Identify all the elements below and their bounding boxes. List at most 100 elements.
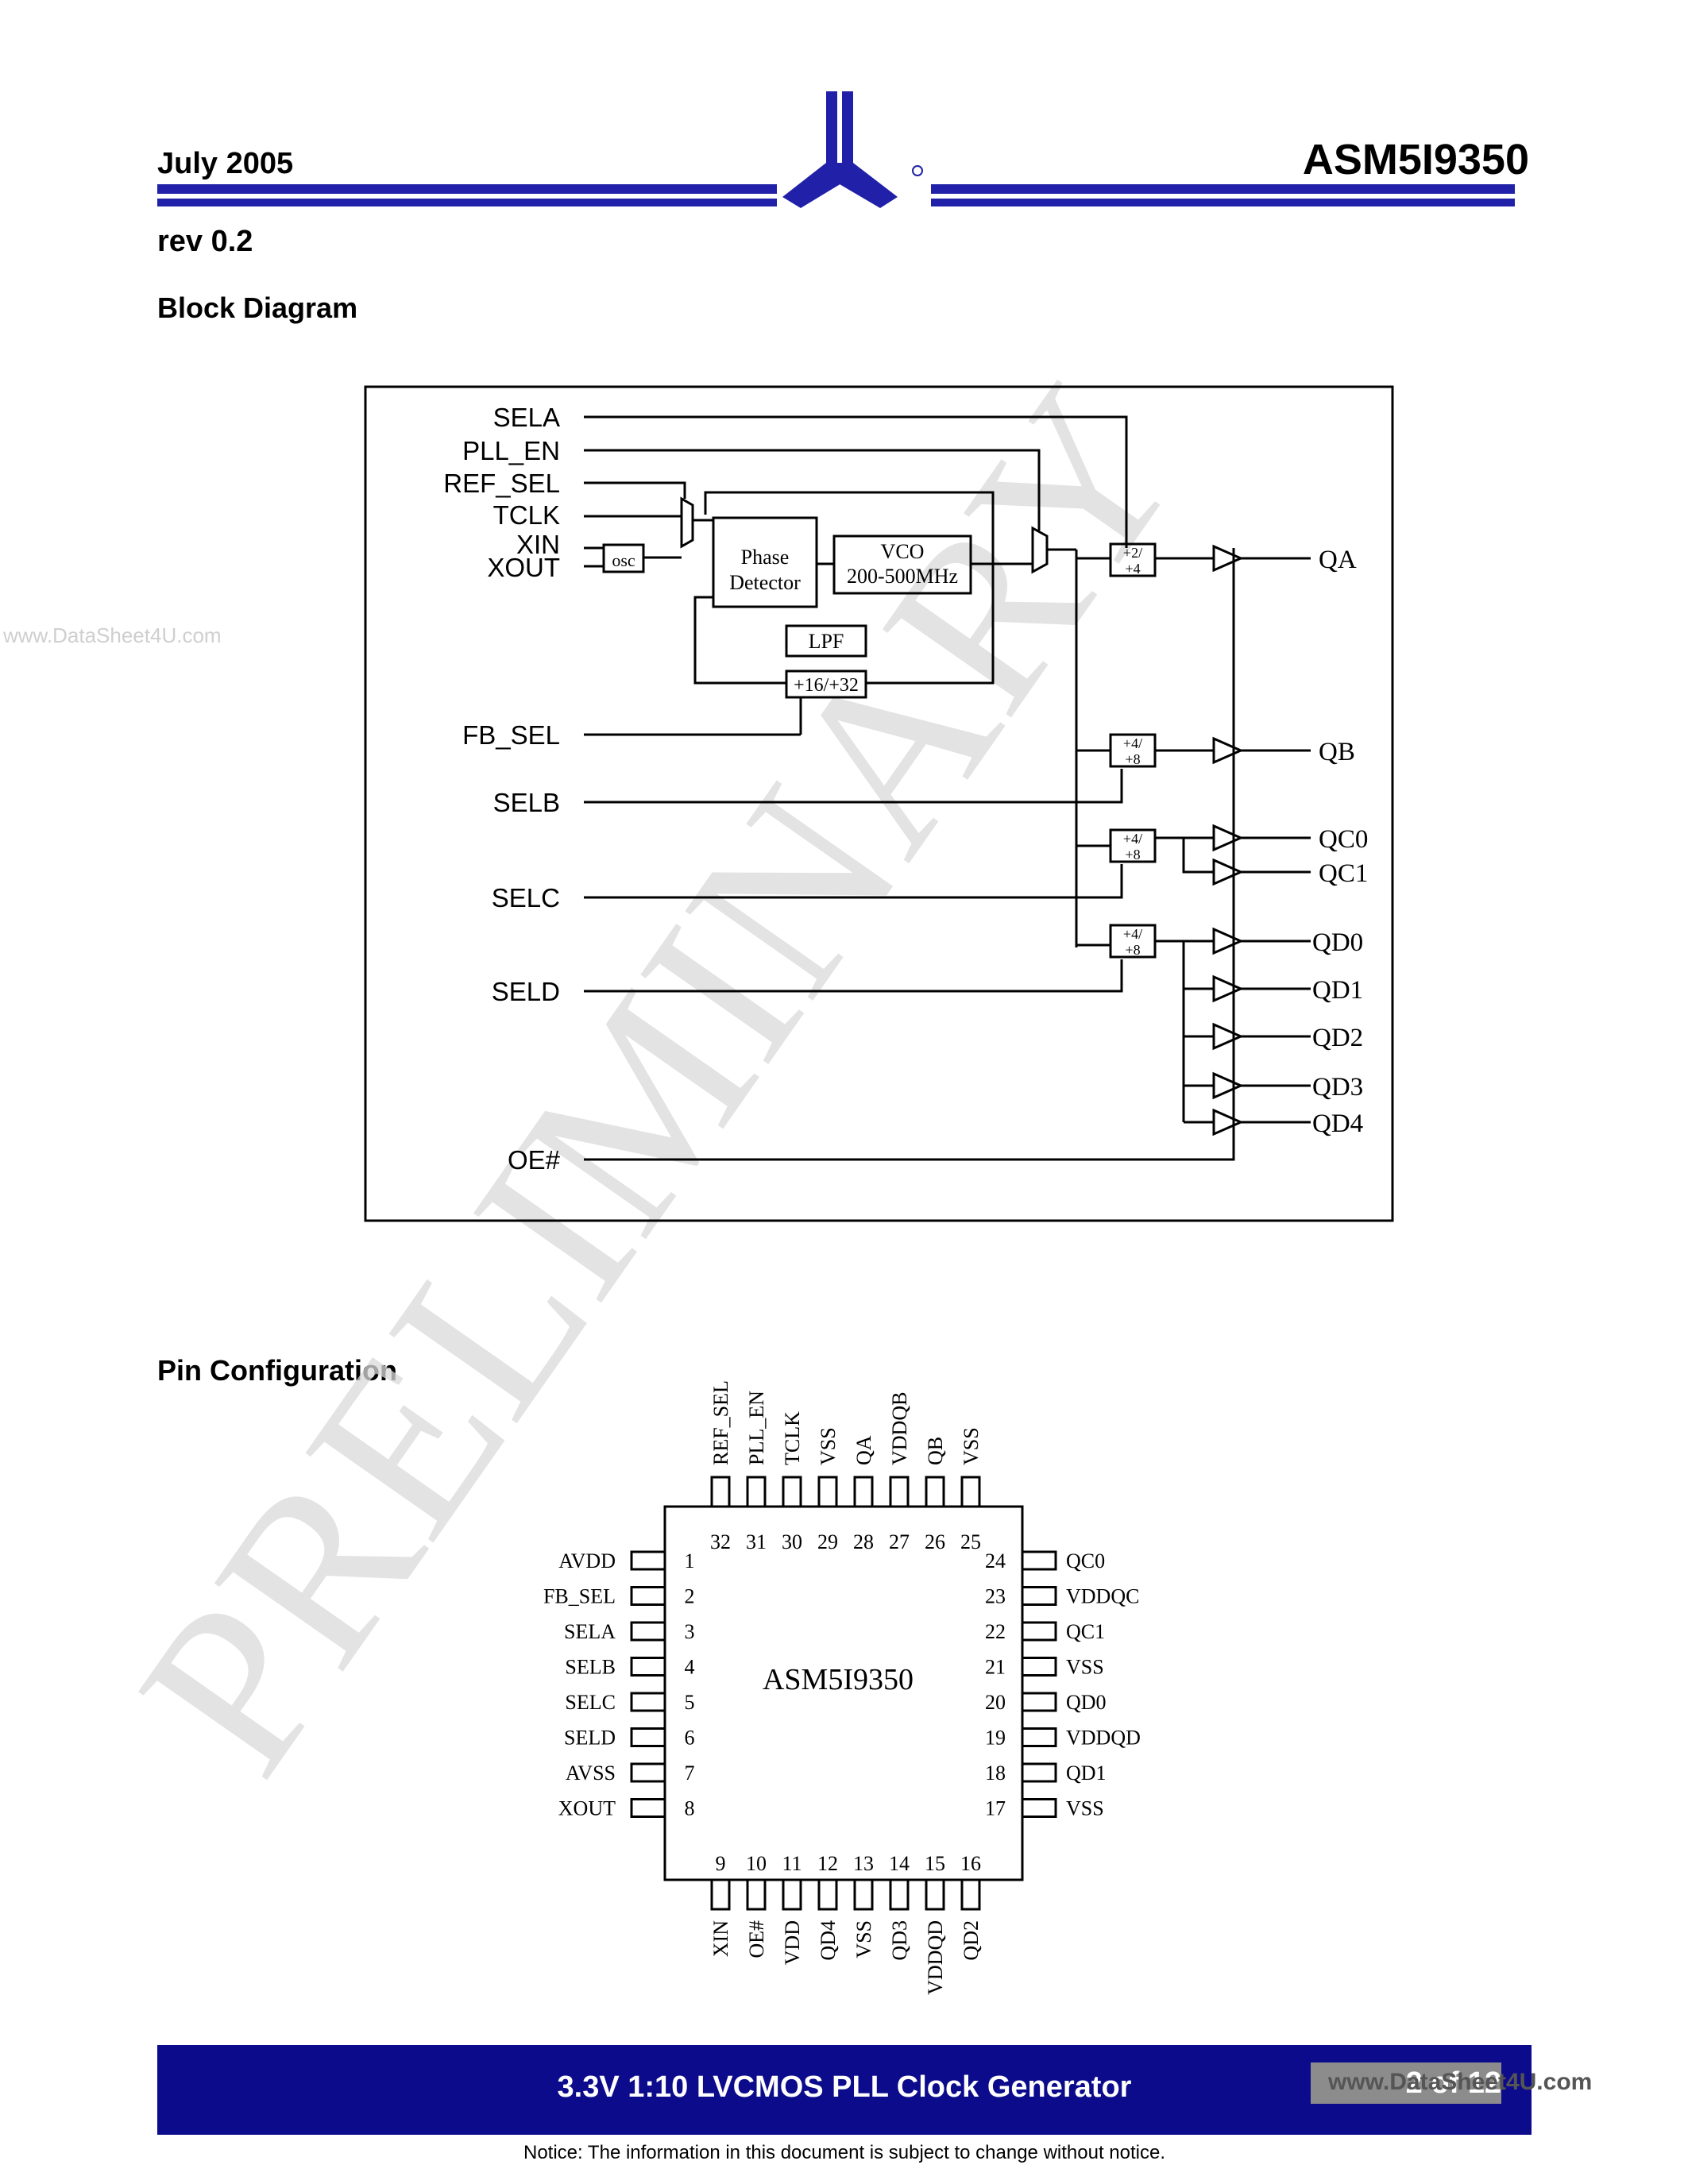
vco-label-1: VCO — [881, 540, 925, 563]
block-diagram-labels: SELA PLL_EN REF_SEL TCLK XIN XOUT FB_SEL… — [443, 403, 1368, 1175]
pin-number-6: 6 — [685, 1727, 695, 1750]
footer-site-url: www.DataSheet4U.com — [1328, 2069, 1593, 2095]
pin-name-14: QD3 — [888, 1920, 911, 1961]
pin-number-21: 21 — [985, 1656, 1006, 1679]
pin-number-5: 5 — [685, 1691, 695, 1714]
phase-detector-block — [712, 516, 818, 608]
pin-16 — [960, 1878, 981, 1911]
pin-number-2: 2 — [685, 1585, 695, 1608]
pin-22 — [1021, 1621, 1057, 1642]
osc-label: osc — [612, 550, 635, 570]
pin-25 — [960, 1476, 981, 1508]
divider-c-top: +4/ — [1123, 831, 1142, 847]
input-fb-sel: FB_SEL — [462, 720, 560, 750]
pin-20 — [1021, 1692, 1057, 1712]
pin-number-12: 12 — [817, 1852, 838, 1875]
pin-18 — [1021, 1762, 1057, 1783]
pin-8 — [630, 1798, 666, 1818]
pin-number-14: 14 — [889, 1852, 910, 1875]
divider-b-bottom: +8 — [1125, 751, 1140, 767]
pin-name-26: QB — [924, 1437, 947, 1465]
pin-24 — [1021, 1550, 1057, 1571]
pin-14 — [889, 1878, 910, 1911]
header-bar-left — [157, 184, 777, 194]
footer-page-box — [1311, 2062, 1501, 2104]
pin-name-9: XIN — [709, 1920, 732, 1957]
header-bar-right-2 — [931, 199, 1515, 206]
input-xout: XOUT — [487, 553, 560, 582]
pin-32 — [710, 1476, 731, 1508]
pin-6 — [630, 1727, 666, 1747]
output-buffers — [1212, 544, 1244, 1136]
pin-name-27: VDDQB — [888, 1392, 911, 1465]
pin-number-11: 11 — [782, 1852, 802, 1875]
output-qd2: QD2 — [1312, 1024, 1363, 1052]
pin-name-11: VDD — [781, 1920, 804, 1965]
pin-26 — [925, 1476, 945, 1508]
pin-number-29: 29 — [817, 1530, 838, 1553]
pin-name-28: QA — [852, 1435, 875, 1465]
divider-a-top: +2/ — [1123, 545, 1142, 561]
selc-line — [584, 864, 1123, 899]
phase-label-2: Detector — [729, 571, 801, 594]
pin-configuration-title: Pin Configuration — [157, 1354, 397, 1387]
input-seld: SELD — [492, 977, 560, 1006]
pin-name-32: REF_SEL — [709, 1380, 732, 1465]
output-qc0: QC0 — [1319, 825, 1368, 854]
pin-number-17: 17 — [985, 1797, 1006, 1820]
pin-3 — [630, 1621, 666, 1642]
output-qd0: QD0 — [1312, 928, 1363, 957]
pin-number-13: 13 — [853, 1852, 874, 1875]
pin-12 — [817, 1878, 838, 1911]
pin-28 — [853, 1476, 874, 1508]
header-part-number: ASM5I9350 — [1302, 136, 1529, 183]
pin-name-20: QD0 — [1066, 1691, 1107, 1714]
header-revision: rev 0.2 — [157, 225, 253, 258]
pin-1 — [630, 1550, 666, 1571]
chip-label: ASM5I9350 — [763, 1663, 914, 1696]
pin-17 — [1021, 1798, 1057, 1818]
input-xin: XIN — [516, 530, 560, 559]
pin-number-31: 31 — [746, 1530, 767, 1553]
footer-title: 3.3V 1:10 LVCMOS PLL Clock Generator — [557, 2070, 1132, 2104]
osc-block — [602, 543, 645, 573]
footer-notice: Notice: The information in this document… — [523, 2142, 1165, 2163]
pin-name-17: VSS — [1066, 1797, 1104, 1820]
lpf-label: LPF — [809, 630, 844, 653]
divider-c-bottom: +8 — [1125, 847, 1140, 862]
phase-label-1: Phase — [741, 546, 790, 569]
output-qd3: QD3 — [1312, 1073, 1363, 1102]
pin-configuration: ASM5I9350 32REF_SEL31PLL_EN30TCLK29VSS28… — [543, 1380, 1141, 1995]
oe-line — [584, 1140, 1235, 1161]
divider-d-top: +4/ — [1123, 926, 1142, 942]
footer-band — [157, 2045, 1532, 2135]
pin-name-16: QD2 — [960, 1920, 983, 1961]
header-bar-right — [931, 184, 1515, 194]
output-qc1: QC1 — [1319, 859, 1368, 888]
input-ref-sel: REF_SEL — [443, 469, 560, 498]
block-diagram — [364, 385, 1394, 1222]
pin-number-26: 26 — [925, 1530, 945, 1553]
feedback-divider-label: +16/+32 — [794, 675, 859, 696]
pin-number-8: 8 — [685, 1797, 695, 1820]
divider-a-bottom: +4 — [1125, 561, 1140, 577]
pin-23 — [1021, 1586, 1057, 1606]
lpf-block — [785, 624, 867, 658]
pin-name-18: QD1 — [1066, 1761, 1107, 1785]
pin-name-6: SELD — [564, 1727, 616, 1750]
pin-number-1: 1 — [685, 1549, 695, 1572]
block-diagram-title: Block Diagram — [157, 291, 358, 324]
pin-name-7: AVSS — [566, 1761, 616, 1785]
pin-name-21: VSS — [1066, 1656, 1104, 1679]
pin-name-1: AVDD — [558, 1549, 616, 1572]
pin-27 — [889, 1476, 910, 1508]
pin-number-24: 24 — [985, 1549, 1006, 1572]
pin-13 — [853, 1878, 874, 1911]
pin-number-3: 3 — [685, 1620, 695, 1643]
pin-21 — [1021, 1657, 1057, 1677]
pin-19 — [1021, 1727, 1057, 1747]
seld-line — [584, 959, 1123, 993]
pin-number-28: 28 — [853, 1530, 874, 1553]
input-tclk: TCLK — [493, 500, 560, 530]
pin-5 — [630, 1692, 666, 1712]
